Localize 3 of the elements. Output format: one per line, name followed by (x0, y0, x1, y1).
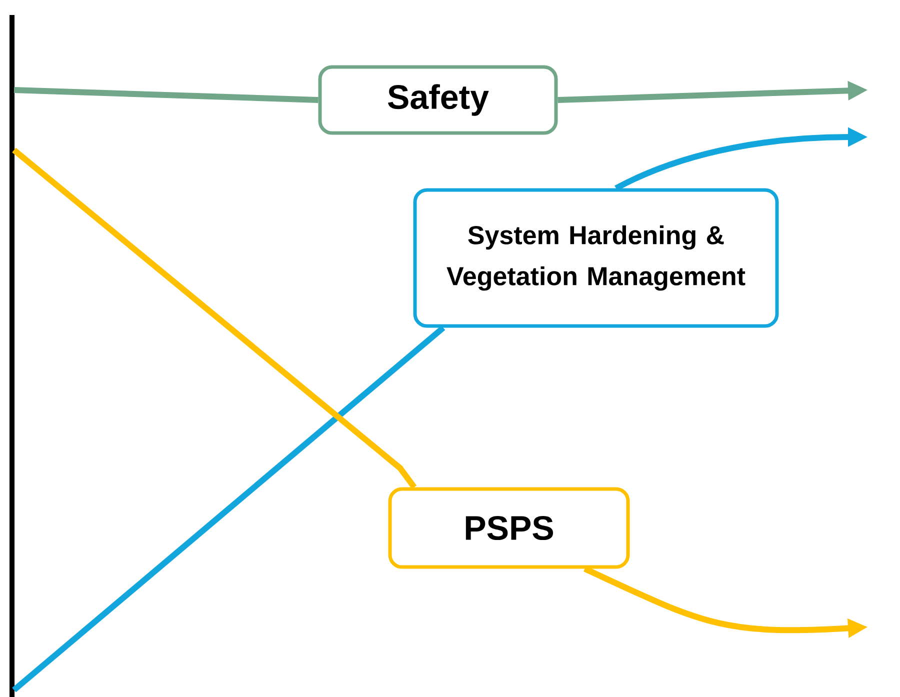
label-box: System Hardening & Vegetation Management (413, 188, 779, 328)
label-box: Safety (318, 65, 558, 135)
label-box: PSPS (388, 487, 630, 569)
